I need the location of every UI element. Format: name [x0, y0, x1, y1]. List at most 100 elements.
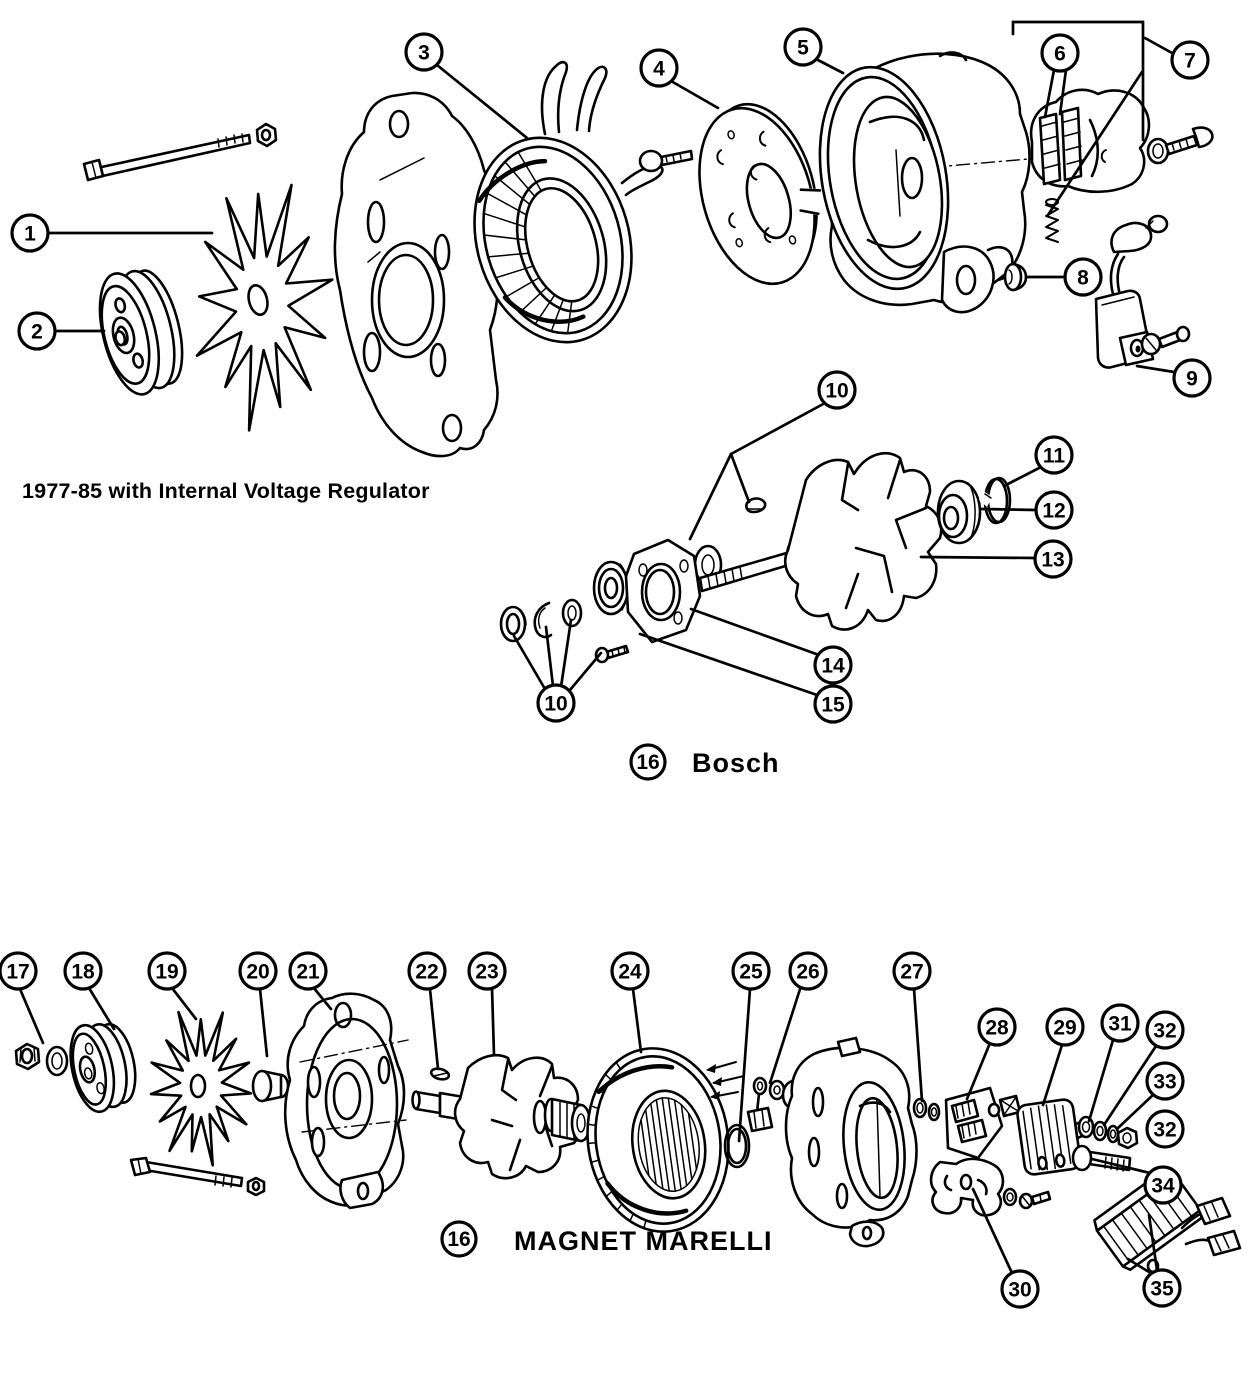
brand-callout-circle [629, 743, 667, 781]
callout-lead-3 [435, 63, 529, 140]
callout-22: 22 [407, 951, 447, 991]
part-fan-marelli [149, 1010, 253, 1167]
brand-magneti-marelli-label: MAGNET MARELLI [514, 1226, 772, 1256]
callout-lead-29 [1041, 1043, 1064, 1107]
callout-lead-10 [688, 401, 827, 541]
rotor-front-bearing [592, 560, 630, 616]
callout-lead-23 [490, 986, 496, 1057]
part-drive-end-housing [333, 91, 499, 458]
part-through-bolt-marelli [129, 1156, 266, 1197]
svg-text:18: 18 [71, 961, 95, 984]
brand-callout-number: 16 [636, 751, 659, 774]
callout-21: 21 [288, 951, 328, 991]
svg-text:1: 1 [24, 223, 36, 246]
part-rectifier-screw [638, 149, 694, 173]
callout-10: 10 [536, 683, 576, 723]
callout-18: 18 [63, 951, 103, 991]
callout-24: 24 [610, 951, 650, 991]
part-rotor-marelli [411, 1054, 592, 1180]
callout-5: 5 [783, 27, 823, 67]
rotor-snap-ring [979, 476, 1012, 525]
callout-30: 30 [1000, 1269, 1040, 1309]
svg-text:5: 5 [797, 37, 809, 60]
svg-text:32: 32 [1153, 1020, 1176, 1043]
svg-text:19: 19 [155, 961, 178, 984]
callout-lead-33 [1116, 1092, 1156, 1130]
svg-text:4: 4 [653, 58, 665, 81]
stator-wire-loops [540, 60, 569, 136]
rotor-woodruff-key [745, 497, 767, 514]
part-regulator-marelli [1016, 1098, 1087, 1176]
callout-31: 31 [1100, 1003, 1140, 1043]
svg-text:13: 13 [1041, 549, 1064, 572]
svg-text:21: 21 [296, 961, 320, 984]
rotor-washer-small [561, 598, 583, 628]
callout-33: 33 [1145, 1061, 1185, 1101]
rotor-wave-washer [533, 601, 553, 639]
callout-23: 23 [467, 951, 507, 991]
svg-text:10: 10 [825, 380, 848, 403]
callout-6: 6 [1040, 33, 1080, 73]
callout-lead-32 [1102, 1044, 1158, 1127]
svg-text:28: 28 [985, 1017, 1009, 1040]
svg-text:14: 14 [821, 655, 845, 678]
callout-lead-27 [912, 987, 924, 1103]
callout-lead-6 [1043, 68, 1068, 119]
callout-lead-30 [971, 1187, 1014, 1275]
svg-text:10: 10 [544, 693, 567, 716]
callout-lead-26 [768, 984, 803, 1085]
brush-spring [1045, 198, 1059, 243]
callout-26: 26 [788, 951, 828, 991]
part-stator-marelli [586, 1047, 745, 1233]
part-rear-housing-marelli [784, 1036, 918, 1248]
svg-text:27: 27 [900, 961, 923, 984]
svg-text:25: 25 [739, 961, 763, 984]
callout-lead-34 [1090, 1157, 1152, 1175]
part-pulley [98, 269, 184, 396]
callout-15: 15 [813, 684, 853, 724]
callout-lead-15 [638, 632, 819, 697]
svg-text:23: 23 [475, 961, 498, 984]
svg-text:26: 26 [796, 961, 819, 984]
callout-35: 35 [1142, 1268, 1182, 1308]
callout-1: 1 [10, 213, 50, 253]
callout-lead-17 [18, 987, 45, 1045]
callout-8: 8 [1063, 257, 1103, 297]
callout-13: 13 [1033, 539, 1073, 579]
svg-text:17: 17 [6, 961, 29, 984]
callout-lead-31 [1087, 1038, 1115, 1123]
part-bearing-cap [1003, 262, 1028, 292]
part-through-bolt [82, 122, 278, 182]
callout-3: 3 [404, 32, 444, 72]
svg-text:15: 15 [821, 694, 845, 717]
svg-text:32: 32 [1153, 1119, 1176, 1142]
svg-text:33: 33 [1153, 1071, 1176, 1094]
callout-lead-11 [1002, 465, 1043, 488]
part-rotor-assembly [499, 452, 1012, 664]
marelli-exploded-view [14, 992, 1242, 1281]
callout-14: 14 [813, 645, 853, 685]
rotor-washer [499, 605, 527, 643]
callout-7: 7 [1170, 40, 1210, 80]
rotor-claw-poles [784, 452, 943, 631]
callout-lead-35 [1126, 1213, 1159, 1274]
svg-text:6: 6 [1054, 43, 1066, 66]
svg-text:2: 2 [31, 321, 43, 344]
part-housing-screw [1146, 126, 1214, 165]
svg-text:12: 12 [1042, 500, 1065, 523]
svg-text:24: 24 [618, 961, 642, 984]
top-diagram-caption: 1977-85 with Internal Voltage Regulator [22, 479, 430, 503]
callout-9: 9 [1172, 358, 1212, 398]
part-spacer [251, 1069, 290, 1103]
svg-text:35: 35 [1150, 1278, 1174, 1301]
svg-text:7: 7 [1184, 50, 1196, 73]
part-o-ring [723, 1123, 751, 1169]
callout-lead-28 [965, 1041, 992, 1101]
rotor-rear-bearing [936, 479, 982, 545]
brand-magneti-marelli: 16 MAGNET MARELLI [440, 1220, 772, 1258]
part-pulley-marelli [69, 1022, 137, 1114]
svg-text:8: 8 [1077, 267, 1089, 290]
callout-20: 20 [238, 951, 278, 991]
brand-callout-number: 16 [447, 1228, 470, 1251]
